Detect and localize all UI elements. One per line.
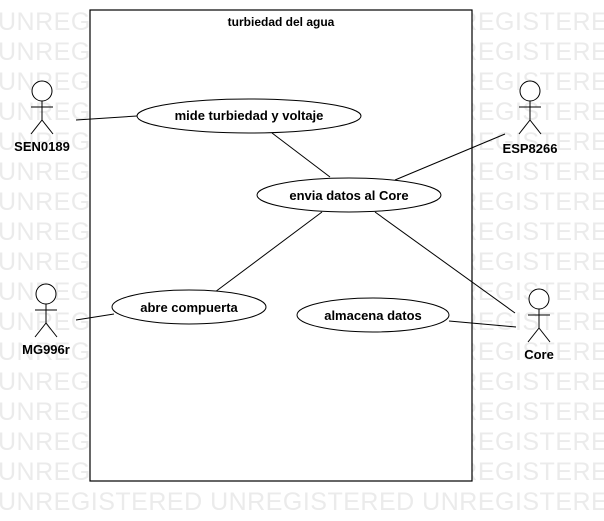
actor-esp8266[interactable]: ESP8266: [503, 80, 558, 156]
stick-figure-icon: [34, 283, 58, 338]
stick-figure-icon: [527, 288, 551, 343]
system-boundary[interactable]: turbiedad del agua: [89, 9, 473, 482]
use-case-mide-label: mide turbiedad y voltaje: [175, 108, 324, 123]
association-mg996r-abre[interactable]: [75, 313, 115, 321]
association-mide-envia[interactable]: [271, 132, 331, 178]
use-case-envia[interactable]: envia datos al Core: [256, 177, 442, 213]
use-case-mide[interactable]: mide turbiedad y voltaje: [136, 98, 362, 134]
association-envia-abre[interactable]: [214, 211, 323, 293]
association-sen0189-mide[interactable]: [75, 115, 138, 121]
association-almacena-core[interactable]: [448, 320, 517, 328]
actor-mg996r[interactable]: MG996r: [22, 283, 70, 357]
system-title: turbiedad del agua: [228, 15, 335, 29]
use-case-envia-label: envia datos al Core: [289, 188, 408, 203]
stick-figure-icon: [30, 80, 54, 135]
actor-sen0189-label: SEN0189: [14, 139, 70, 154]
association-envia-core[interactable]: [374, 211, 516, 314]
actor-core-label: Core: [524, 347, 554, 362]
stick-figure-icon: [518, 80, 542, 135]
associations: [75, 115, 517, 328]
association-esp8266-envia[interactable]: [394, 133, 506, 181]
actor-esp8266-label: ESP8266: [503, 141, 558, 156]
actor-core[interactable]: Core: [524, 288, 554, 362]
use-case-almacena[interactable]: almacena datos: [296, 297, 450, 333]
actor-mg996r-label: MG996r: [22, 342, 70, 357]
watermark-row: UNREGISTERED UNREGISTERED UNREGISTERED U…: [0, 488, 604, 516]
use-case-almacena-label: almacena datos: [324, 308, 422, 323]
use-case-abre[interactable]: abre compuerta: [111, 289, 267, 325]
actor-sen0189[interactable]: SEN0189: [14, 80, 70, 154]
use-case-abre-label: abre compuerta: [140, 300, 238, 315]
